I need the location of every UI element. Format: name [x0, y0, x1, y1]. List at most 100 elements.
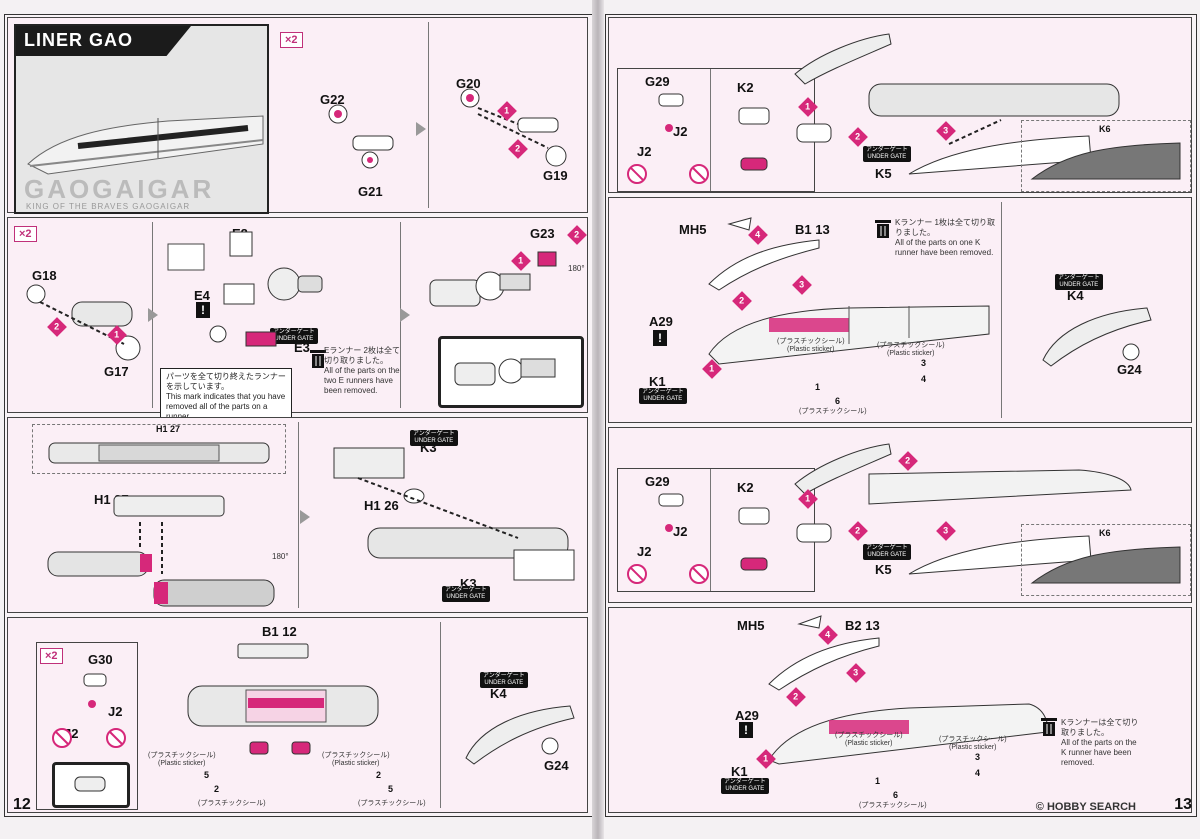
part-label: H1 26	[364, 498, 399, 513]
divider	[440, 622, 441, 808]
part-label: MH5	[737, 618, 765, 633]
divider	[710, 69, 711, 191]
sticker-number: 6	[893, 790, 899, 800]
part-label: G23	[530, 226, 555, 241]
part-label: K5	[875, 166, 892, 181]
part-drawing	[460, 88, 567, 167]
part-label: G20	[456, 76, 481, 91]
flow-arrow	[416, 122, 426, 136]
flow-arrow	[400, 308, 410, 322]
divider	[298, 422, 299, 608]
sticker-number: 5	[388, 784, 394, 794]
sticker-number: 5	[204, 770, 210, 780]
part-label: G21	[358, 184, 383, 199]
trash-note: Kランナーは全て切り取りました。 All of the parts on the…	[1061, 718, 1139, 767]
part-drawing	[47, 495, 275, 607]
sticker-number: 1	[875, 776, 881, 786]
part-drawing	[1042, 307, 1152, 367]
part-drawing	[52, 673, 126, 748]
sticker-label: (プラスチックシール)(Plastic sticker)	[322, 752, 390, 767]
part-drawing	[333, 447, 575, 581]
part-label: K6	[1099, 124, 1111, 134]
part-drawing	[26, 284, 141, 361]
part-label: B1 12	[262, 624, 297, 639]
part-label: G29	[645, 74, 670, 89]
part-label: G24	[544, 758, 569, 773]
part-label: K5	[875, 562, 892, 577]
page-title: LINER GAO	[24, 30, 134, 50]
sticker-number: 6	[835, 396, 841, 406]
part-drawing	[627, 493, 770, 584]
part-drawing	[167, 231, 323, 347]
panel-r-step-3: G29 K2 J2 J2 2 1 2 3	[608, 427, 1192, 603]
trash-note: Kランナー 1枚は全て切り取りました。 All of the parts on …	[895, 218, 996, 257]
part-label: K2	[737, 80, 754, 95]
part-drawing	[794, 33, 1120, 175]
sticker-number: 1	[815, 382, 821, 392]
warning-icon: !	[196, 302, 210, 318]
part-label: G22	[320, 92, 345, 107]
sticker-label: (プラスチックシール)	[198, 800, 266, 807]
panel-step-4: ×2 G30 J2 J2 B1 12	[7, 617, 588, 813]
part-drawing	[328, 104, 394, 169]
sticker-label: (プラスチックシール)	[799, 408, 867, 415]
part-drawing	[768, 615, 1048, 765]
reference-box	[32, 424, 286, 474]
warning-icon: !	[739, 722, 753, 738]
sticker-label: (プラスチックシール)	[859, 802, 927, 809]
part-drawing	[627, 93, 770, 184]
title-bar	[16, 26, 191, 56]
part-label: G17	[104, 364, 129, 379]
detail-inset	[438, 336, 584, 408]
title-box: LINER GAO GAOGAIGAR KING OF THE BRAVES G…	[14, 24, 269, 214]
binding-gutter	[592, 0, 604, 839]
part-label: E4	[194, 288, 210, 303]
multiplier-badge: ×2	[40, 648, 63, 664]
reference-box	[1021, 524, 1191, 596]
watermark: © HOBBY SEARCH	[1035, 801, 1136, 813]
part-drawing	[708, 217, 990, 365]
left-page: LINER GAO GAOGAIGAR KING OF THE BRAVES G…	[4, 14, 593, 817]
page-number: 12	[13, 796, 31, 813]
flow-arrow	[148, 308, 158, 322]
sticker-number: 3	[975, 752, 981, 762]
part-label: K4	[490, 686, 507, 701]
flow-arrow	[300, 510, 310, 524]
part-label: K1	[649, 374, 666, 389]
part-label: G19	[543, 168, 568, 183]
part-label: J2	[637, 544, 652, 559]
rotation-label: 180°	[568, 264, 585, 273]
divider	[428, 22, 429, 208]
right-page: G29 K2 J2 J2 1 2	[605, 14, 1197, 817]
part-label: G24	[1117, 362, 1142, 377]
part-drawing	[429, 251, 557, 307]
multiplier-badge: ×2	[280, 32, 303, 48]
divider	[1001, 202, 1002, 418]
sticker-number: 4	[921, 374, 927, 384]
part-label: G29	[645, 474, 670, 489]
part-label: J2	[637, 144, 652, 159]
runner-note: パーツを全て切り終えたランナーを示しています。 This mark indica…	[160, 368, 292, 426]
sticker-label: (プラスチックシール)(Plastic sticker)	[148, 752, 216, 767]
part-drawing	[187, 643, 379, 755]
sticker-number: 2	[376, 770, 382, 780]
part-label: J2	[673, 124, 688, 139]
logo-text: GAOGAIGAR	[24, 174, 215, 204]
part-label: B2 13	[845, 618, 880, 633]
sticker-number: 4	[975, 768, 981, 778]
part-label: K1	[731, 764, 748, 779]
trash-note: Eランナー 2枚は全て切り取りました。 All of the parts on …	[324, 346, 401, 395]
part-drawing	[465, 705, 575, 765]
sticker-number: 3	[921, 358, 927, 368]
trash-icon	[1041, 718, 1057, 736]
